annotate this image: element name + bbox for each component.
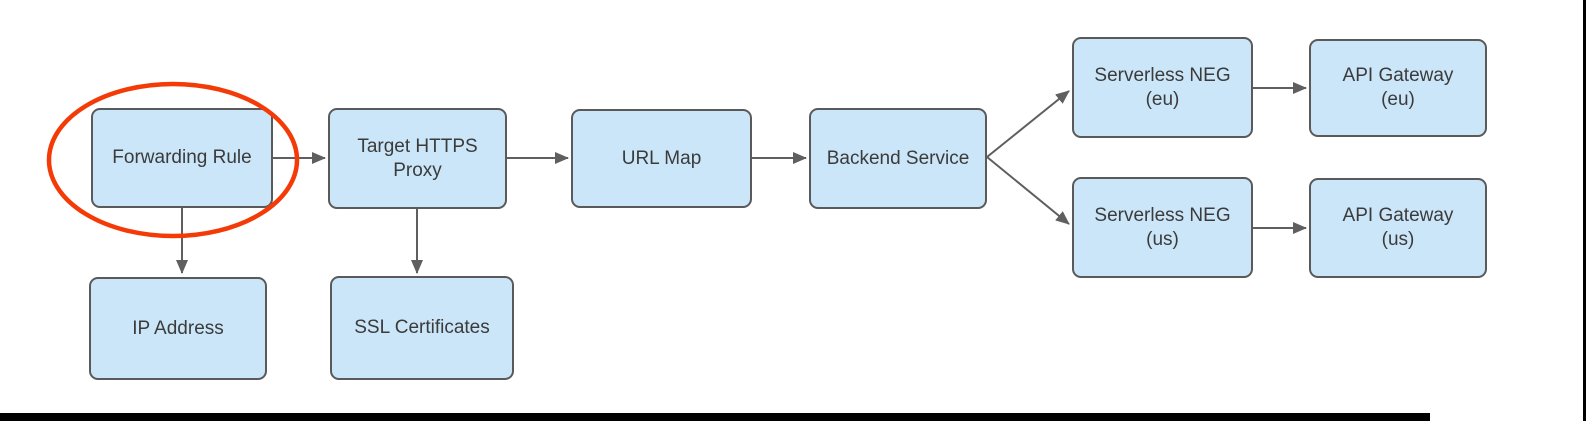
node-backend-service: Backend Service bbox=[809, 108, 987, 209]
node-url-map: URL Map bbox=[571, 109, 752, 208]
arrow-backend-service-to-serverless-neg-us bbox=[986, 156, 1070, 225]
node-api-gateway-eu: API Gateway (eu) bbox=[1309, 39, 1487, 137]
node-serverless-neg-us: Serverless NEG (us) bbox=[1072, 177, 1253, 278]
frame-bottom-bar bbox=[0, 413, 1430, 421]
node-serverless-neg-eu: Serverless NEG (eu) bbox=[1072, 37, 1253, 138]
node-target-https-proxy: Target HTTPS Proxy bbox=[328, 108, 507, 209]
node-ip-address: IP Address bbox=[89, 277, 267, 380]
arrow-backend-service-to-serverless-neg-eu bbox=[986, 90, 1070, 158]
node-api-gateway-us: API Gateway (us) bbox=[1309, 178, 1487, 278]
frame-right-bar bbox=[1583, 0, 1586, 421]
node-forwarding-rule: Forwarding Rule bbox=[91, 108, 273, 208]
node-ssl-certificates: SSL Certificates bbox=[330, 276, 514, 380]
